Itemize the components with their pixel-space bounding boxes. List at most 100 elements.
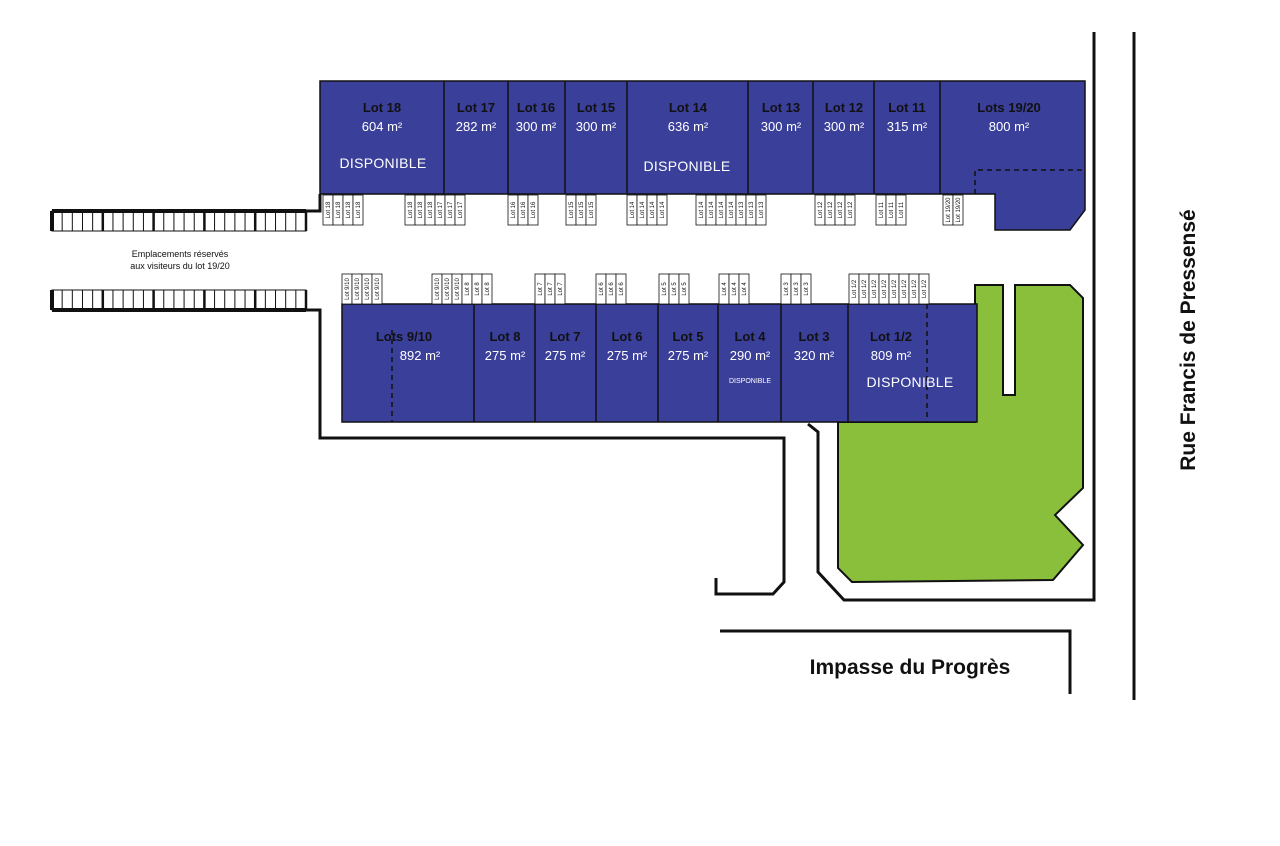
lot-15-name: Lot 15 [577,100,615,115]
parking-bottom-spot-label: Lot 8 [465,282,471,296]
parking-bottom-spot: Lot 4 [728,273,740,305]
lot-17-name: Lot 17 [457,100,495,115]
parking-bottom-spot-box [800,273,812,305]
parking-bottom-spot-label: Lot 3 [804,282,810,296]
visitor-parking-top [50,209,307,232]
parking-top-spot-box [755,194,767,226]
lot-11-name: Lot 11 [888,100,926,115]
parking-bottom-spot: Lot 8 [461,273,473,305]
parking-bottom-spot-box [678,273,690,305]
parking-bottom-spot: Lot 5 [658,273,670,305]
parking-top-spot-box [895,194,907,226]
lots-9-10-area: 892 m² [400,348,441,363]
parking-bottom-spot-label: Lot 7 [548,282,554,296]
parking-top-spot: Lot 18 [424,194,436,226]
parking-top-spot: Lot 12 [844,194,856,226]
parking-bottom-spot: Lot 6 [595,273,607,305]
parking-top-spot: Lot 14 [725,194,737,226]
parking-bottom-spot-label: Lot 9/10 [345,277,351,299]
parking-top-spot-label: Lot 14 [699,201,705,218]
parking-bottom-spot-label: Lot 9/10 [455,277,461,299]
parking-bottom-spot-label: Lot 1/2 [912,279,918,298]
parking-bottom-spot-label: Lot 8 [475,282,481,296]
lot-1-2-area: 809 m² [871,348,912,363]
parking-top-spot-box [656,194,668,226]
parking-top-spot-label: Lot 18 [346,201,352,218]
parking-top-spot-label: Lot 18 [428,201,434,218]
parking-top-spot-label: Lot 15 [579,201,585,218]
lot-13-area: 300 m² [761,119,802,134]
lot-18-name: Lot 18 [363,100,401,115]
parking-bottom-spot: Lot 1/2 [908,273,920,305]
lot-7-name: Lot 7 [549,329,580,344]
parking-bottom-spot: Lot 3 [800,273,812,305]
parking-top-spot-label: Lot 17 [438,201,444,218]
parking-top-spot-label: Lot 19/20 [956,197,962,223]
parking-top-spot: Lot 14 [646,194,658,226]
lot-4-status: DISPONIBLE [729,378,771,385]
parking-bottom-spot: Lot 1/2 [898,273,910,305]
parking-bottom-spot: Lot 1/2 [848,273,860,305]
lot-8-area: 275 m² [485,348,526,363]
parking-bottom-spot: Lot 1/2 [858,273,870,305]
lot-1-2-status: DISPONIBLE [866,374,953,390]
parking-top-spot-label: Lot 16 [511,201,517,218]
parking-top-spot-label: Lot 12 [828,201,834,218]
parking-top-spot: Lot 13 [755,194,767,226]
parking-bottom-spot-label: Lot 4 [722,282,728,296]
parking-top-spot: Lot 18 [404,194,416,226]
lot-5-area: 275 m² [668,348,709,363]
parking-top-spot: Lot 18 [322,194,334,226]
parking-top-spot: Lot 14 [656,194,668,226]
parking-top-spot: Lot 16 [507,194,519,226]
parking-bottom-spot-label: Lot 9/10 [375,277,381,299]
lot-18-status: DISPONIBLE [339,155,426,171]
parking-top-spot: Lot 14 [636,194,648,226]
parking-top-spot: Lot 18 [332,194,344,226]
parking-top-spot-label: Lot 12 [818,201,824,218]
parking-top-spot-label: Lot 14 [660,201,666,218]
street-impasse-du-progres: Impasse du Progrès [810,656,1011,679]
parking-bottom-spot: Lot 8 [481,273,493,305]
parking-bottom-spot: Lot 1/2 [888,273,900,305]
parking-bottom-spot-label: Lot 9/10 [365,277,371,299]
parking-top-spot: Lot 17 [454,194,466,226]
parking-top-spot: Lot 18 [342,194,354,226]
parking-top-spot: Lot 15 [585,194,597,226]
parking-top-spot: Lot 19/20 [942,194,954,226]
parking-top-spot-box [952,194,964,226]
parking-top-spot-label: Lot 13 [749,201,755,218]
parking-bottom-spot: Lot 1/2 [878,273,890,305]
parking-bottom-spot-box [918,273,930,305]
parking-bottom-spot-label: Lot 6 [609,282,615,296]
parking-bottom-spot: Lot 3 [780,273,792,305]
parking-top-spot: Lot 17 [434,194,446,226]
parking-bottom-spot: Lot 8 [471,273,483,305]
parking-bottom-spot-label: Lot 5 [682,282,688,296]
lots-19-20-name: Lots 19/20 [977,100,1041,115]
parking-bottom-spot-label: Lot 8 [485,282,491,296]
parking-bottom-spot: Lot 7 [534,273,546,305]
visitor-note-line-1: Emplacements réservés [132,249,229,259]
parking-top-spot: Lot 17 [444,194,456,226]
parking-bottom-spot-box [615,273,627,305]
lot-3-area: 320 m² [794,348,835,363]
parking-bottom-spot: Lot 5 [678,273,690,305]
parking-top-spot: Lot 14 [626,194,638,226]
parking-bottom-spot: Lot 1/2 [868,273,880,305]
parking-bottom-spot: Lot 9/10 [371,273,383,305]
lot-17-area: 282 m² [456,119,497,134]
parking-top-spot-label: Lot 17 [458,201,464,218]
parking-bottom-spot: Lot 9/10 [451,273,463,305]
lot-5-name: Lot 5 [672,329,703,344]
parking-top-spot-label: Lot 14 [630,201,636,218]
lots-9-10-name: Lots 9/10 [376,329,432,344]
parking-top-spot-label: Lot 14 [709,201,715,218]
bottom-lot-dividers [473,304,849,422]
parking-bottom-spot-label: Lot 3 [784,282,790,296]
parking-top-spot: Lot 11 [875,194,887,226]
green-space [837,284,1085,584]
parking-top-spot-label: Lot 18 [418,201,424,218]
